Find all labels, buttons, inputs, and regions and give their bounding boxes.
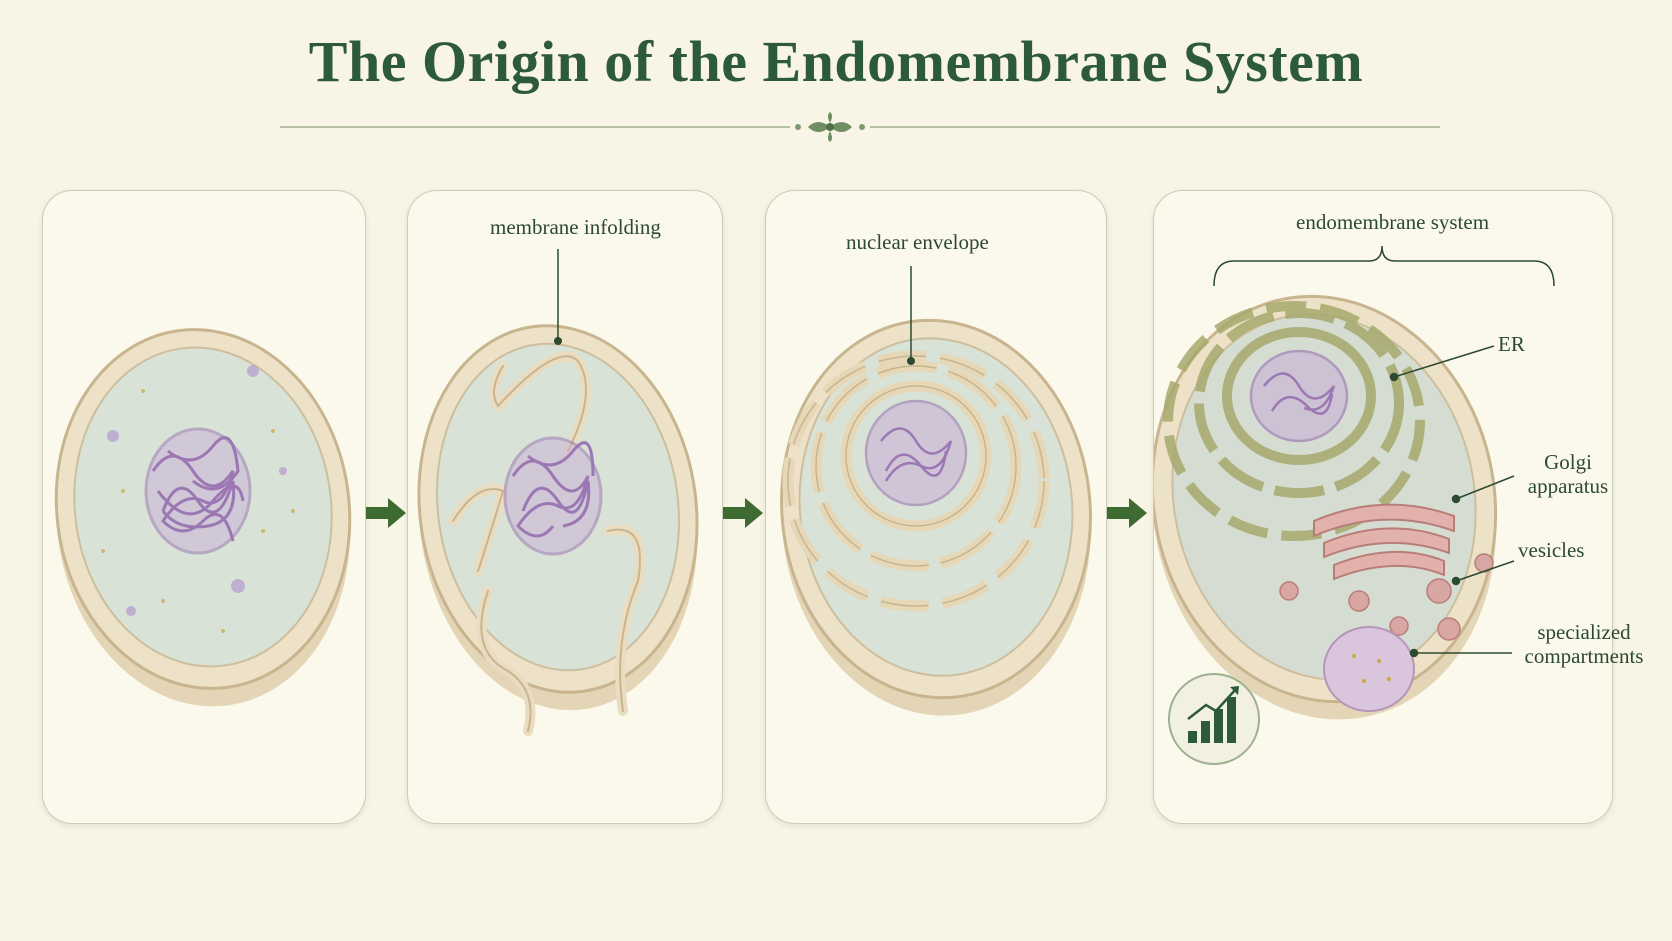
nuclear-envelope-cell-illustration xyxy=(780,266,1092,716)
label-membrane-infolding: membrane infolding xyxy=(490,215,661,239)
nucleus-icon xyxy=(1249,349,1349,443)
label-specialized-compartments: specialized compartments xyxy=(1524,620,1644,668)
eukaryotic-cell-illustration xyxy=(1154,245,1555,765)
panel-stage-4 xyxy=(1153,190,1613,824)
arrow-right-icon xyxy=(1107,498,1147,528)
er-icon xyxy=(1163,301,1425,541)
label-golgi-apparatus: Golgi apparatus xyxy=(1527,450,1609,498)
brace-icon xyxy=(1213,245,1555,287)
infolding-cell-illustration xyxy=(417,249,699,736)
panel-stage-1 xyxy=(42,190,366,824)
panel-stage-2 xyxy=(407,190,723,824)
nucleus-icon xyxy=(864,399,968,507)
vesicle-icon xyxy=(1279,553,1494,641)
compartment-icon xyxy=(1323,626,1415,712)
title-divider xyxy=(280,112,1440,142)
growth-chart-icon xyxy=(1168,673,1260,765)
nucleoid-icon xyxy=(144,427,252,555)
arrow-right-icon xyxy=(723,498,763,528)
page-title: The Origin of the Endomembrane System xyxy=(308,29,1364,94)
label-endomembrane-system: endomembrane system xyxy=(1296,210,1490,234)
nucleoid-icon xyxy=(503,436,603,556)
golgi-icon xyxy=(1313,503,1455,581)
panel-stage-3 xyxy=(765,190,1107,824)
fleuron-icon xyxy=(808,112,852,142)
arrow-right-icon xyxy=(366,498,406,528)
label-nuclear-envelope: nuclear envelope xyxy=(846,230,989,254)
label-er: ER xyxy=(1498,332,1525,356)
prokaryotic-cell-illustration xyxy=(54,328,352,707)
label-vesicles: vesicles xyxy=(1518,538,1585,562)
